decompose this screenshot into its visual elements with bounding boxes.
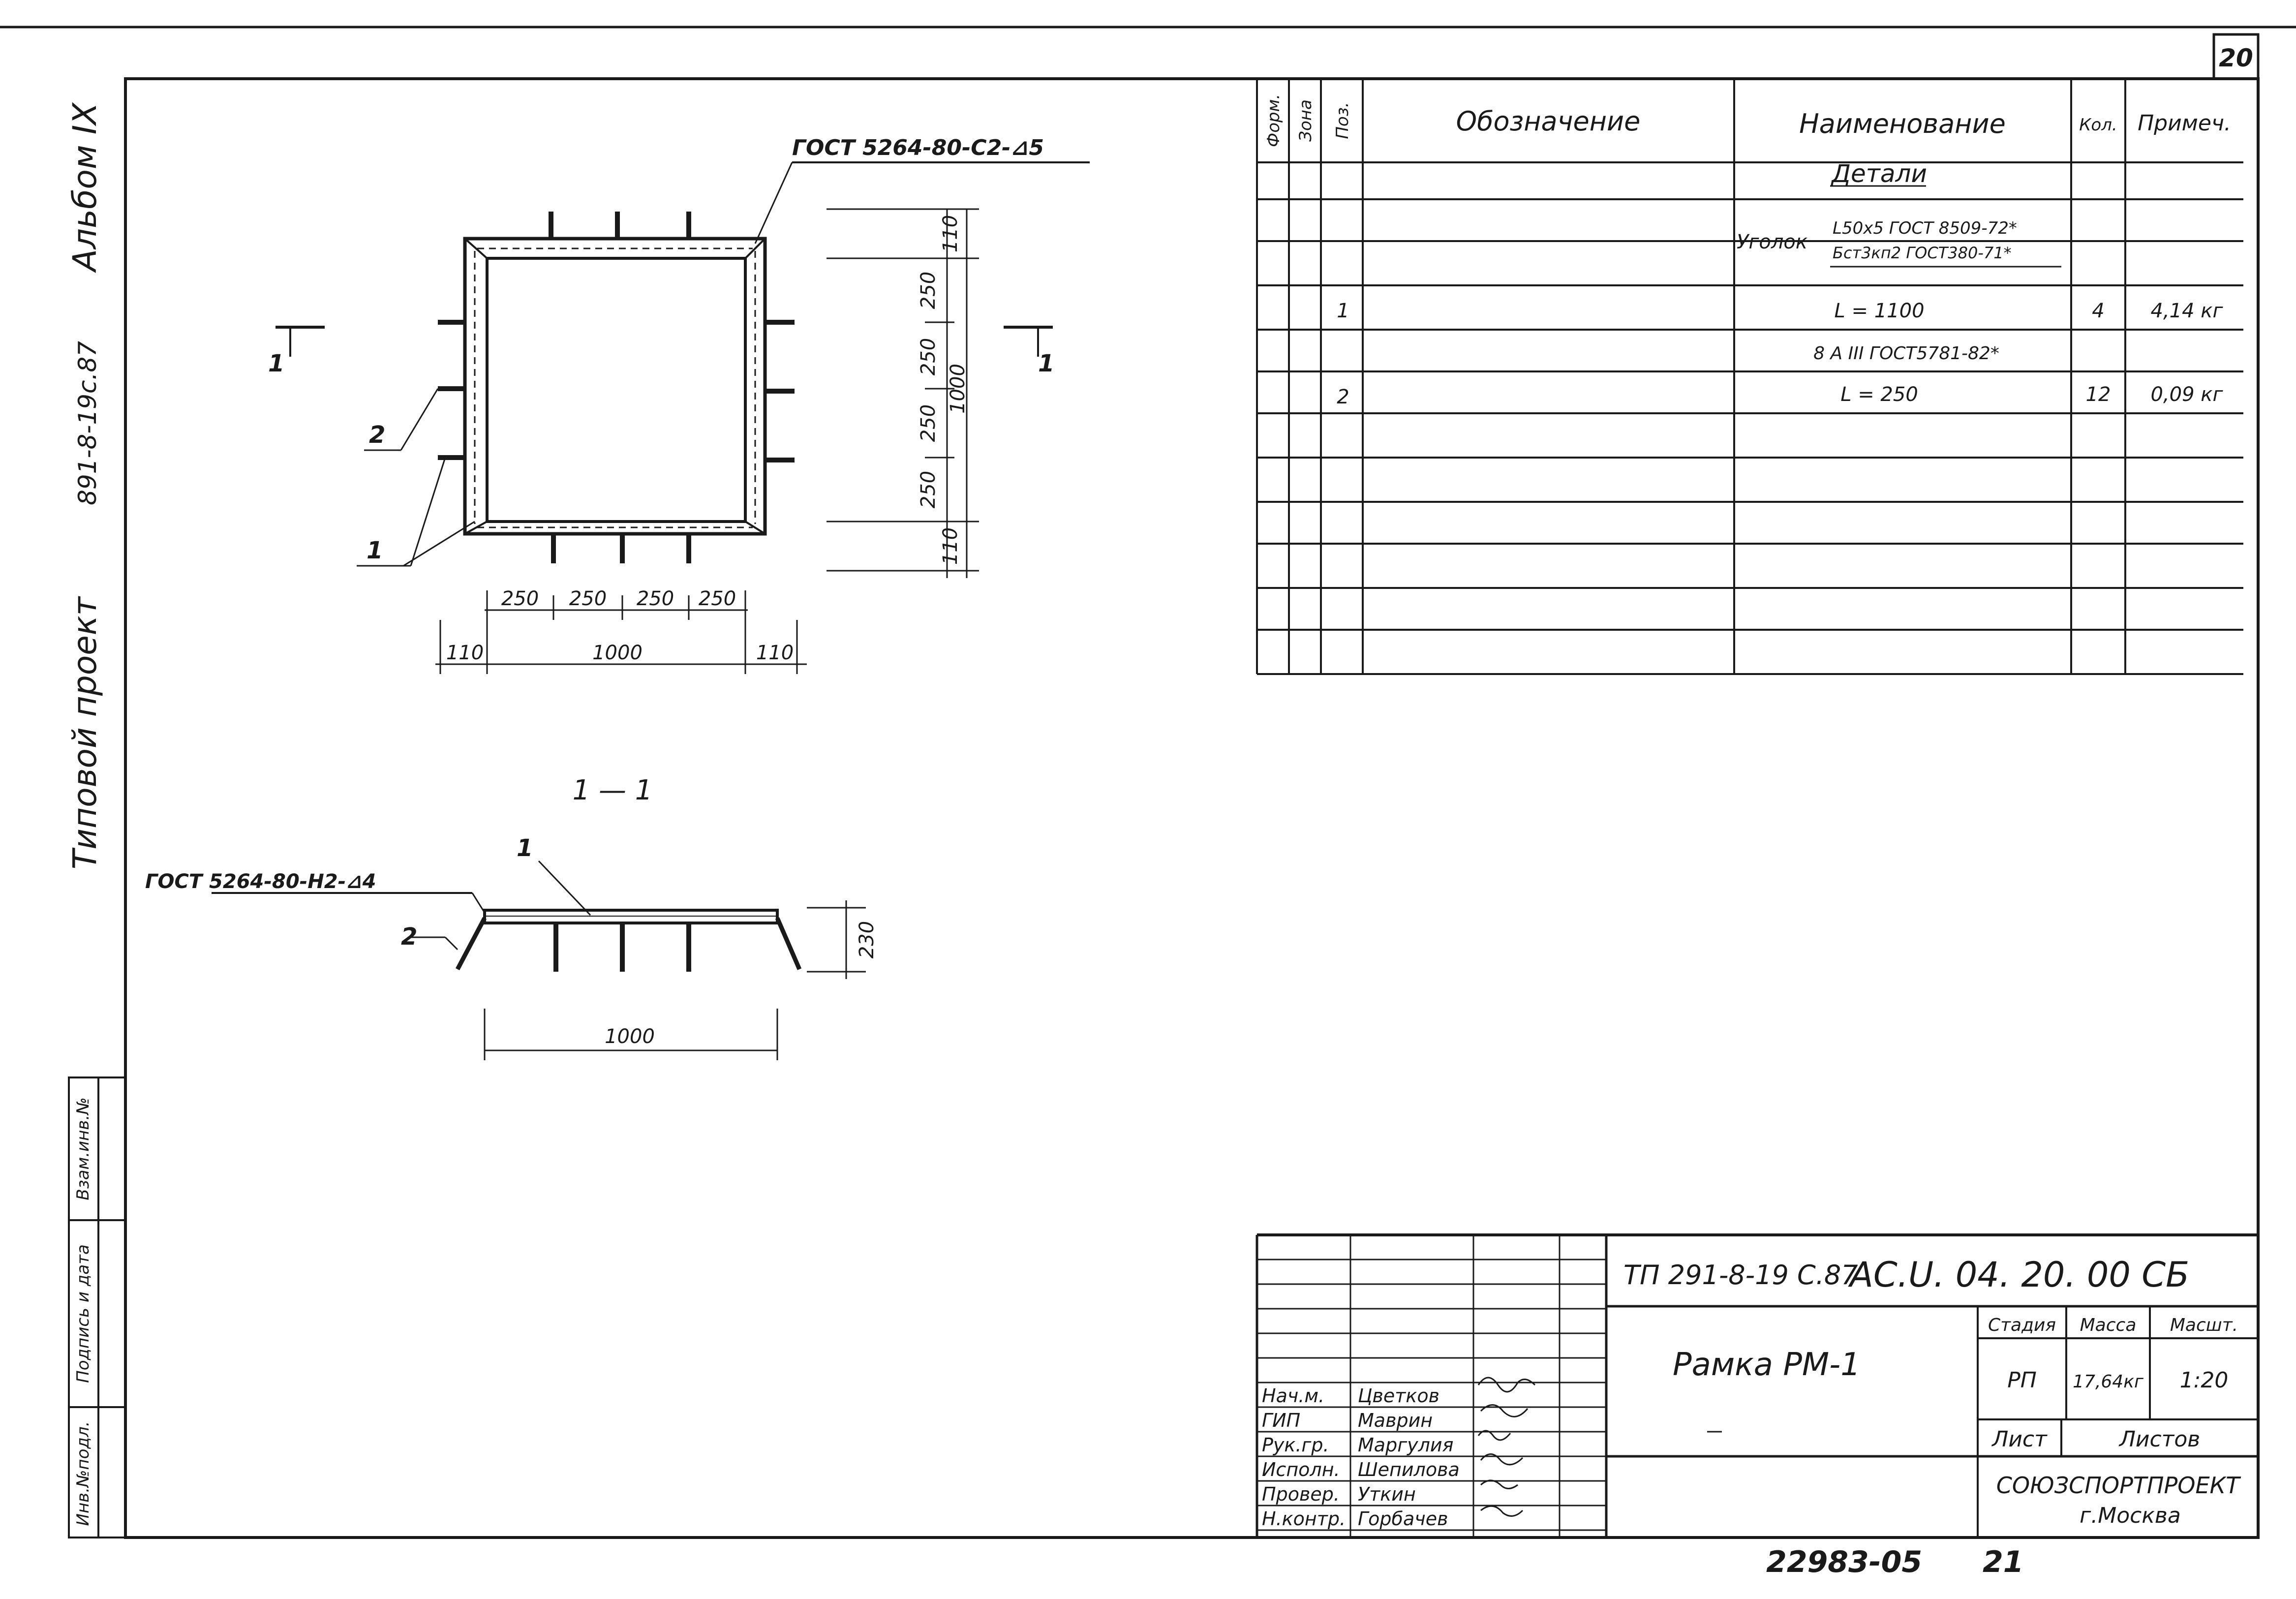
margin-box-label: Подпись и дата [73, 1244, 93, 1383]
sheet-number-box [2212, 33, 2260, 80]
plan-dim-label: 110 [939, 527, 962, 565]
spec-cell-fraction-bottom: Бст3кп2 ГОСТ380-71* [1833, 244, 2012, 262]
spec-header-designation: Обозначение [1456, 106, 1641, 137]
signer-name: Уткин [1358, 1483, 1416, 1505]
section-view [212, 860, 866, 1060]
spec-table [1256, 79, 2243, 675]
plan-dim-label: 1000 [947, 364, 969, 414]
section-title: 1 — 1 [573, 774, 653, 806]
plan-dim-label: 1000 [592, 642, 643, 664]
plan-dim-label: 250 [917, 471, 940, 508]
plan-dim-label: 250 [917, 272, 940, 309]
margin-album: Альбом IX [66, 102, 104, 274]
spec-header-format: Форм. [1264, 94, 1284, 147]
spec-cell-qty: 4 [2092, 300, 2104, 322]
spec-cell-note: 4,14 кг [2151, 300, 2224, 322]
stage-label: Стадия [1988, 1315, 2056, 1335]
margin-box-label: Взам.инв.№ [73, 1097, 93, 1200]
mass-value: 17,64кг [2073, 1372, 2144, 1392]
section-label-pos1: 1 [517, 834, 533, 862]
margin-code: 891-8-19с.87 [73, 341, 102, 505]
margin-project: Типовой проект [66, 595, 104, 869]
plan-view [276, 161, 1090, 567]
margin-stamp-boxes [68, 1076, 126, 1538]
sheets-label: Листов [2118, 1427, 2200, 1452]
signer-name: Горбачев [1358, 1508, 1448, 1530]
margin-box-label: Инв.№подл. [73, 1421, 93, 1526]
spec-cell-note: 0,09 кг [2151, 383, 2224, 406]
plan-dim-label: 250 [501, 587, 539, 610]
signer-name: Маврин [1358, 1410, 1433, 1431]
signer-role: Рук.гр. [1262, 1434, 1329, 1456]
plan-dim-label: 110 [939, 215, 962, 252]
section-mark-right: 1 [1038, 350, 1054, 377]
stage-value: РП [2007, 1368, 2037, 1393]
spec-header-name: Наименование [1799, 108, 2006, 139]
scale-label: Масшт. [2170, 1315, 2238, 1335]
spec-header-zone: Зона [1296, 99, 1316, 142]
plan-dimensions-bottom [435, 590, 807, 674]
signer-role: Нач.м. [1262, 1385, 1324, 1407]
spec-header-pos: Поз. [1333, 102, 1352, 139]
plan-dim-label: 110 [446, 642, 484, 664]
scale-value: 1:20 [2180, 1368, 2229, 1393]
signature-scribbles [1477, 1377, 1536, 1517]
plan-dim-label: 110 [756, 642, 794, 664]
spec-cell-name: Уголок [1737, 231, 1807, 253]
plan-label-pos1: 1 [367, 537, 383, 564]
signer-name: Цветков [1358, 1385, 1439, 1407]
spec-cell-name: L = 1100 [1834, 300, 1924, 322]
sheet-number: 20 [2219, 44, 2253, 72]
signer-role: Исполн. [1262, 1459, 1340, 1480]
spec-cell-fraction-top: L50x5 ГОСТ 8509-72* [1833, 218, 2017, 238]
city: г.Москва [2080, 1503, 2181, 1528]
section-weld-note: ГОСТ 5264-80-Н2-⊿4 [145, 870, 376, 893]
archive-sheet: 21 [1983, 1545, 2024, 1579]
plan-label-pos2: 2 [369, 421, 385, 449]
rebar-studs [438, 212, 795, 563]
signer-name: Маргулия [1358, 1434, 1454, 1456]
plan-weld-note: ГОСТ 5264-80-С2-⊿5 [792, 135, 1044, 160]
organization: СОЮЗСПОРТПРОЕКТ [1996, 1472, 2241, 1499]
signer-name: Шепилова [1358, 1459, 1460, 1480]
signer-role: ГИП [1262, 1410, 1300, 1431]
section-dim-width: 1000 [605, 1025, 655, 1048]
spec-header-qty: Кол. [2079, 115, 2117, 135]
plan-dimensions-right [827, 208, 979, 578]
section-mark-left: 1 [268, 350, 284, 377]
spec-section-title: Детали [1831, 159, 1927, 188]
plan-dim-label: 250 [637, 587, 674, 610]
spec-header-note: Примеч. [2138, 111, 2231, 136]
plan-dim-label: 250 [699, 587, 736, 610]
title-block [1255, 1233, 2258, 1538]
archive-code: 22983-05 [1766, 1545, 1922, 1579]
inner-frame [124, 77, 2260, 1539]
section-dim-height: 230 [856, 921, 878, 958]
spec-cell-pos: 1 [1337, 300, 1349, 322]
section-label-pos2: 2 [401, 923, 417, 951]
spec-cell-name: L = 250 [1840, 383, 1918, 406]
doc-code-project: ТП 291-8-19 С.87 [1623, 1260, 1858, 1291]
doc-title: Рамка РМ-1 [1673, 1347, 1861, 1383]
mass-label: Масса [2080, 1315, 2137, 1335]
plan-dim-label: 250 [569, 587, 607, 610]
plan-dim-label: 250 [917, 338, 940, 375]
spec-cell-name: 8 А III ГОСТ5781-82* [1813, 343, 1999, 364]
plan-dim-label: 250 [917, 404, 940, 442]
doc-code-designation: АС.U. 04. 20. 00 СБ [1848, 1255, 2189, 1295]
sheet-label: Лист [1991, 1427, 2048, 1452]
spec-cell-pos: 2 [1337, 386, 1349, 408]
spec-cell-qty: 12 [2086, 383, 2111, 406]
signer-role: Провер. [1262, 1483, 1340, 1505]
signer-role: Н.контр. [1262, 1508, 1346, 1530]
